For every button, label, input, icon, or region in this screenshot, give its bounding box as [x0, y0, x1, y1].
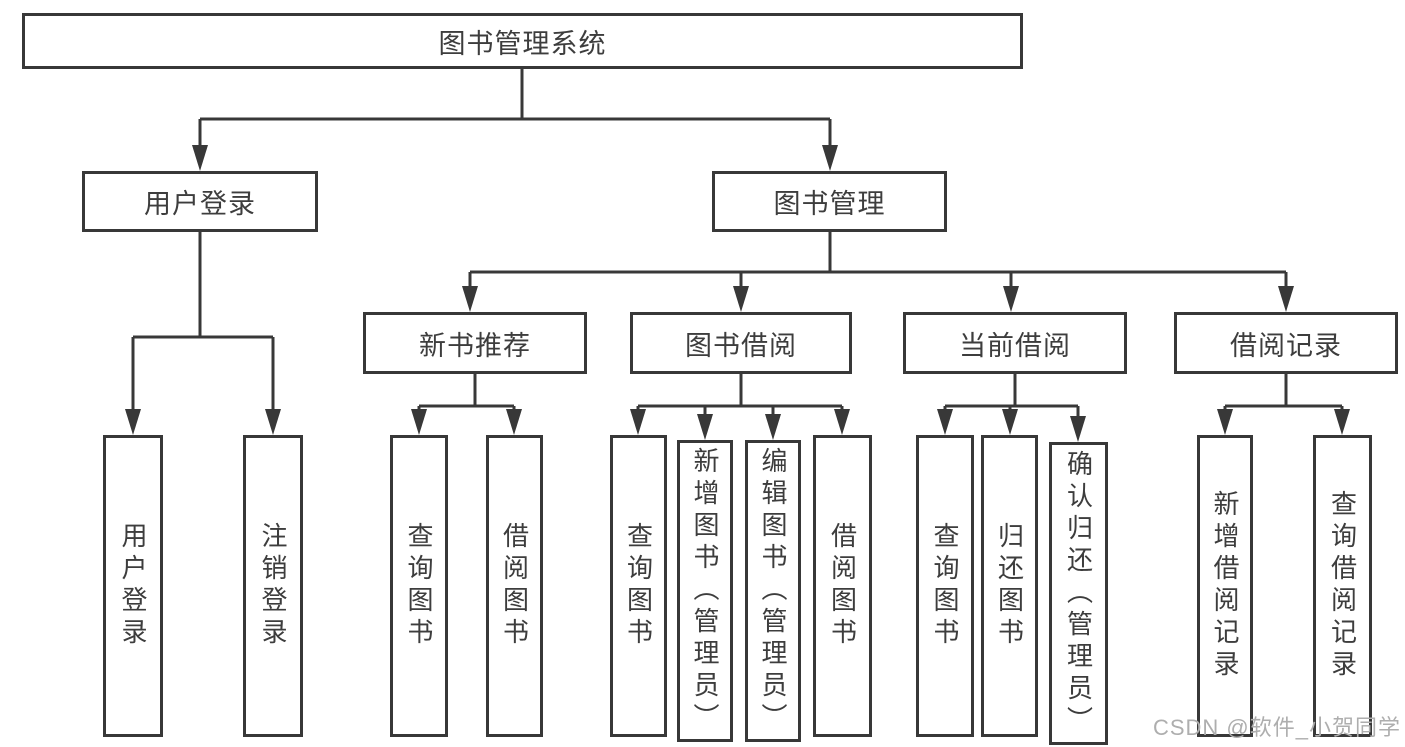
node-user-login-module: 用户登录	[82, 171, 318, 232]
node-borrow-records: 借阅记录	[1174, 312, 1398, 374]
leaf-query-books-current: 查询图书	[916, 435, 974, 737]
leaf-add-books-admin: 新增图书（管理员）	[677, 440, 733, 742]
leaf-user-login: 用户登录	[103, 435, 163, 737]
node-current-borrow: 当前借阅	[903, 312, 1127, 374]
leaf-query-books-borrow: 查询图书	[610, 435, 667, 737]
leaf-confirm-return-admin: 确认归还（管理员）	[1049, 442, 1108, 745]
node-new-book-recommend: 新书推荐	[363, 312, 587, 374]
leaf-borrow-books-recommend: 借阅图书	[486, 435, 543, 737]
node-book-management: 图书管理	[712, 171, 947, 232]
leaf-query-borrow-record: 查询借阅记录	[1313, 435, 1372, 737]
leaf-add-borrow-record: 新增借阅记录	[1197, 435, 1253, 737]
node-library-management-system: 图书管理系统	[22, 13, 1023, 69]
leaf-borrow-books: 借阅图书	[813, 435, 872, 737]
leaf-edit-books-admin: 编辑图书（管理员）	[745, 440, 801, 742]
node-book-borrow: 图书借阅	[630, 312, 852, 374]
leaf-query-books-recommend: 查询图书	[390, 435, 448, 737]
leaf-return-books: 归还图书	[981, 435, 1038, 737]
csdn-watermark: CSDN @软件_小贺同学	[1152, 715, 1401, 740]
leaf-logout: 注销登录	[243, 435, 303, 737]
